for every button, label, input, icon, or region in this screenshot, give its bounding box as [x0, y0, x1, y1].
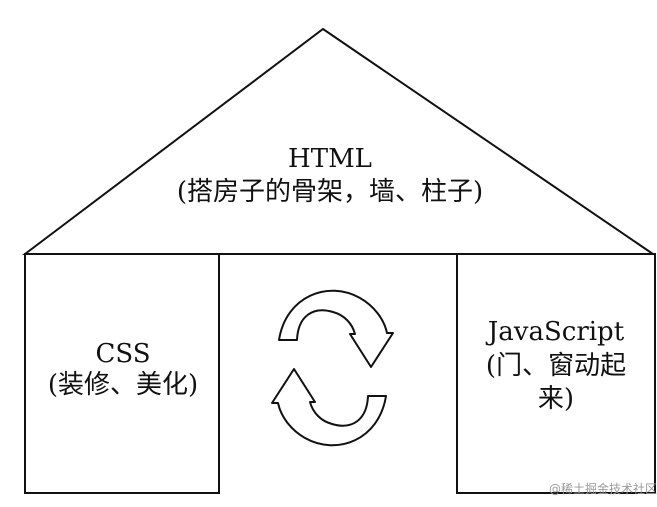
css-title: CSS [95, 339, 151, 369]
watermark-text: @稀土掘金技术社区 [548, 482, 657, 496]
javascript-title: JavaScript [487, 317, 625, 347]
html-title: HTML [288, 144, 372, 174]
refresh-cycle-icon [271, 289, 394, 447]
javascript-description: (门、窗动起来) [485, 351, 627, 414]
css-description: (装修、美化) [47, 370, 199, 400]
left-wall-box [24, 253, 220, 494]
roof-triangle [22, 27, 657, 255]
refresh-bottom-arrow [271, 368, 387, 447]
right-wall-box [456, 253, 656, 494]
html-description: (搭房子的骨架，墙、柱子) [176, 177, 484, 207]
refresh-top-arrow [278, 289, 394, 368]
